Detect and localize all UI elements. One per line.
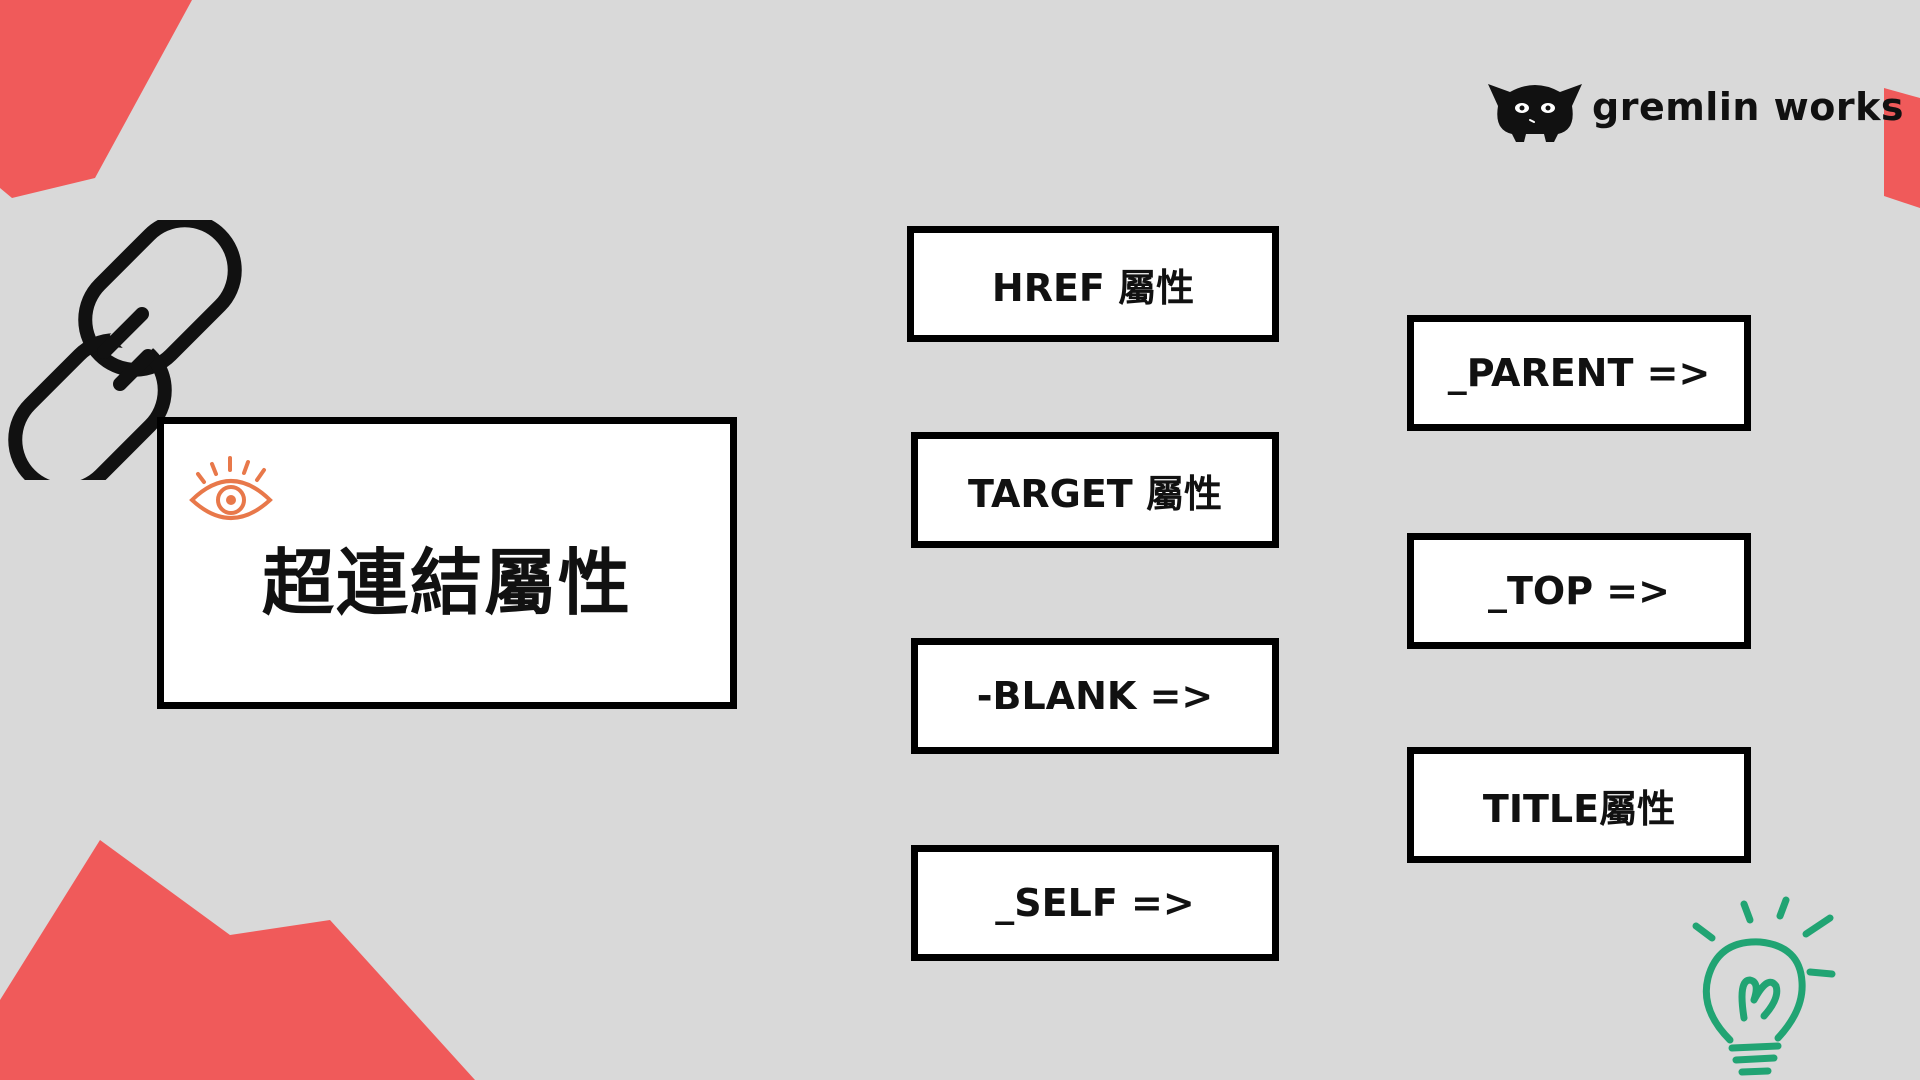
node-title-attribute: TITLE屬性 [1407, 747, 1751, 863]
node-blank: -BLANK => [911, 638, 1279, 754]
red-shape-top-left [0, 0, 192, 198]
main-title: 超連結屬性 [261, 541, 632, 625]
gremlin-works-logo: gremlin works [1480, 72, 1904, 142]
main-topic-card: 超連結屬性 [157, 417, 737, 709]
red-shape-right-edge [1884, 88, 1920, 208]
node-parent: _PARENT => [1407, 315, 1751, 431]
eye-icon [189, 456, 273, 520]
node-self: _SELF => [911, 845, 1279, 961]
red-shape-bottom-left [0, 840, 475, 1080]
node-target-attribute: TARGET 屬性 [911, 432, 1279, 548]
gremlin-mascot-icon [1488, 84, 1582, 142]
logo-text: gremlin works [1592, 85, 1904, 129]
chain-link-icon [8, 220, 242, 480]
node-href-attribute: HREF 屬性 [907, 226, 1279, 342]
light-bulb-icon [1692, 896, 1836, 1076]
node-top: _TOP => [1407, 533, 1751, 649]
